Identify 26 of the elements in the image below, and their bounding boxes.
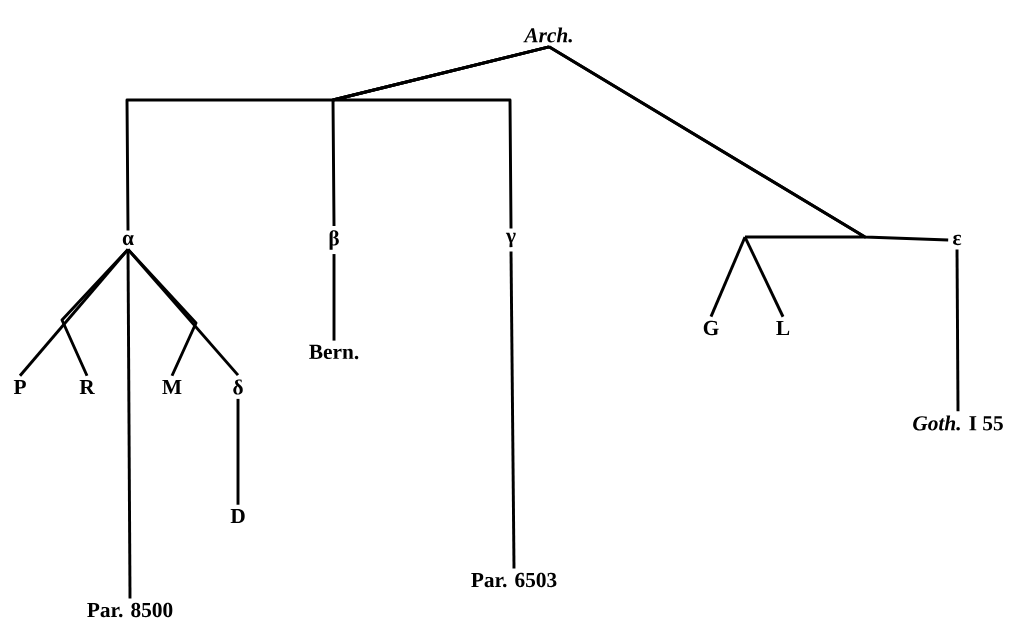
- manuscript-label: G: [703, 320, 719, 336]
- manuscript-label: Par. 8500: [87, 602, 173, 618]
- stemma-line: [126, 248, 240, 377]
- stemma-line: [709, 236, 747, 318]
- manuscript-label: β: [329, 230, 339, 250]
- manuscript-label: δ: [233, 379, 243, 395]
- stemma-line: [126, 249, 132, 599]
- manuscript-label: P: [13, 380, 26, 394]
- manuscript-label: R: [79, 380, 95, 394]
- manuscript-label: Par. 6503: [471, 572, 557, 588]
- stemma-line: [509, 251, 516, 569]
- manuscript-label: M: [162, 380, 182, 394]
- manuscript-label: D: [230, 509, 245, 523]
- stemma-line: [236, 398, 240, 505]
- stemma-line: [743, 236, 785, 318]
- manuscript-label: γ: [505, 232, 516, 248]
- manuscript-label: Goth. I 55: [913, 415, 1003, 431]
- manuscript-label: Bern.: [309, 344, 359, 360]
- manuscript-label: α: [122, 234, 134, 246]
- stemma-line: [60, 248, 130, 377]
- manuscript-label: L: [776, 321, 790, 335]
- stemma-line: [332, 254, 336, 341]
- archetype-label: Arch.: [523, 27, 572, 43]
- manuscript-label: ε: [953, 234, 962, 246]
- stemma-line: [955, 249, 960, 412]
- stemma-line: [548, 45, 949, 242]
